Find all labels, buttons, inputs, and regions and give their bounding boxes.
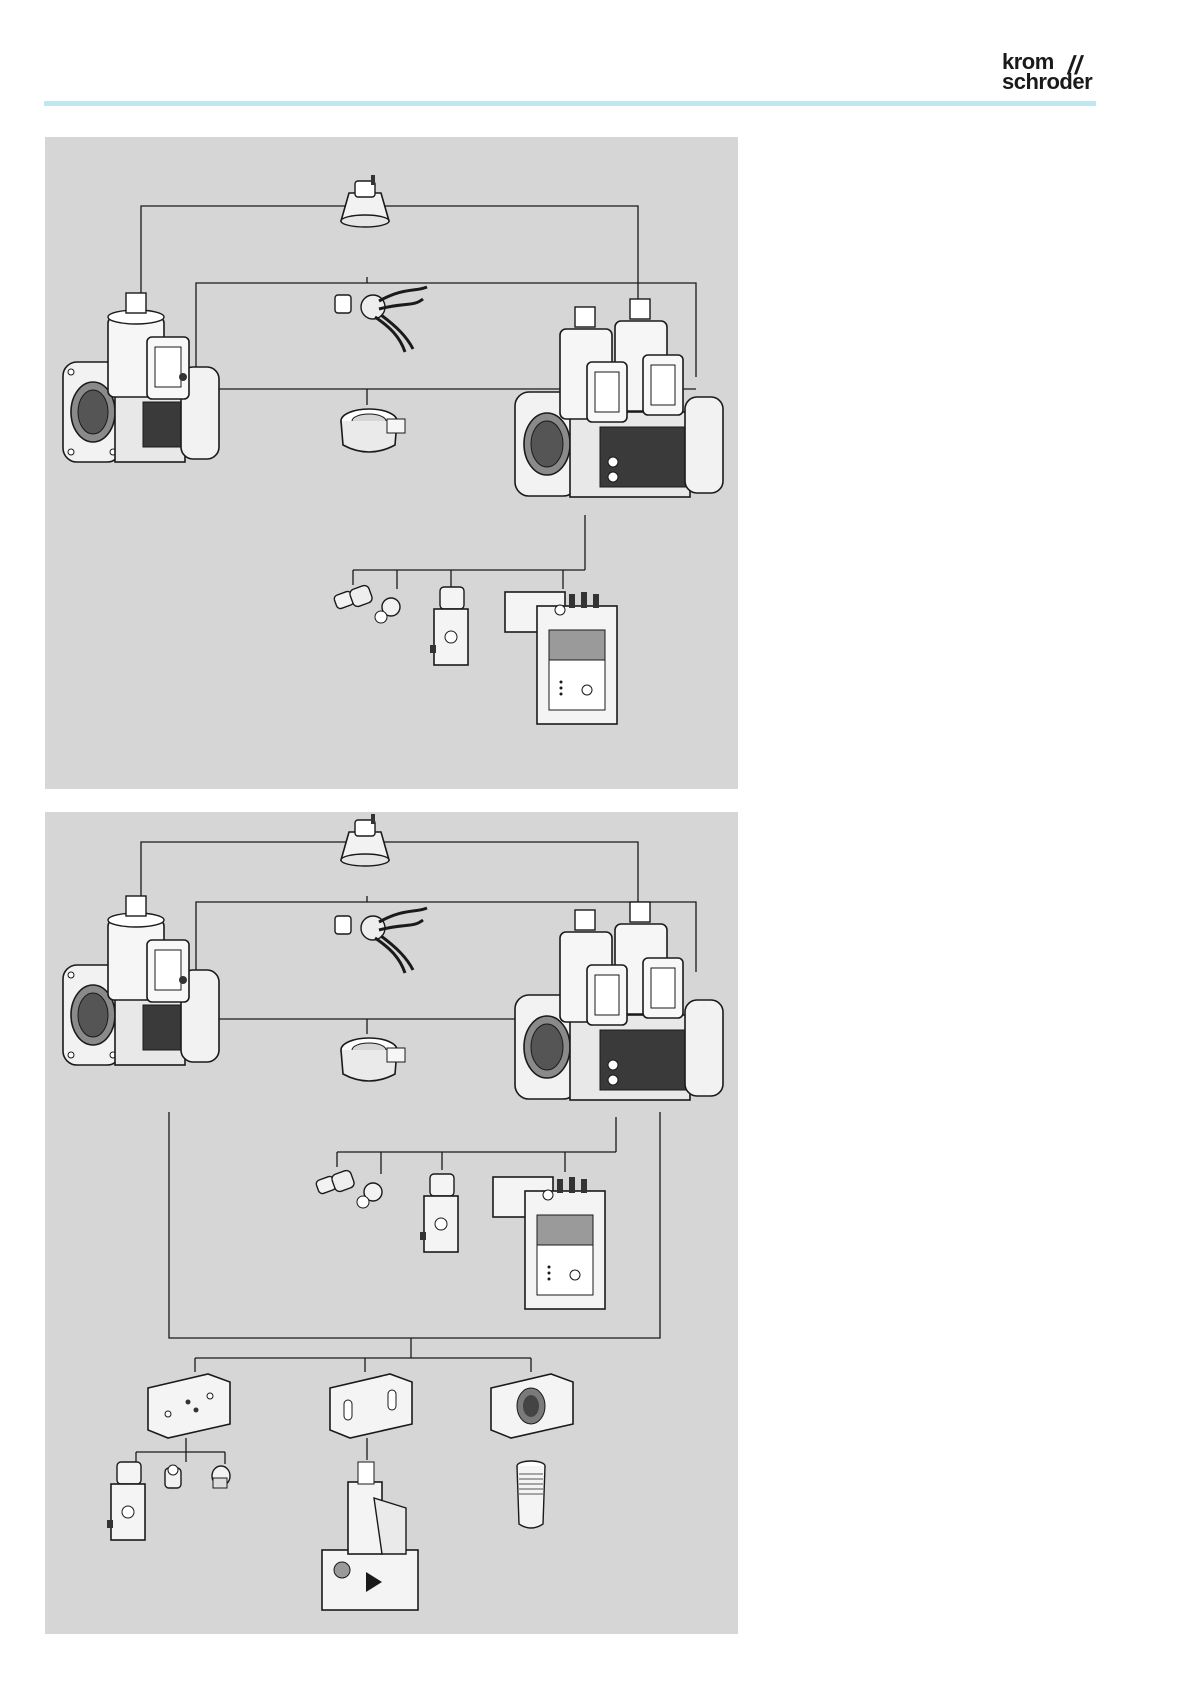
cable-plug-set (335, 908, 427, 973)
pressure-regulator (322, 1462, 418, 1610)
pressure-switch (420, 1174, 458, 1252)
kromschroder-logo: krom // schroder (1002, 52, 1112, 98)
solenoid-coil-cap (341, 814, 389, 866)
solenoid-coil-cap (341, 175, 389, 227)
logo-text-schroder: schroder (1002, 72, 1092, 92)
test-nipples (333, 584, 400, 623)
double-valve (515, 299, 723, 497)
double-valve (515, 902, 723, 1100)
small-pressure-switch (107, 1462, 145, 1540)
valve-proving-system (493, 1177, 605, 1309)
accessories-diagram-panel-2 (45, 812, 738, 1634)
accessories-diagram-2 (45, 812, 738, 1634)
plugs (165, 1465, 230, 1488)
adapter-plate-with-ports (148, 1374, 230, 1438)
coil-adapter-ring (341, 409, 405, 452)
accessories-diagram-1 (45, 137, 738, 789)
blank-adapter-plate (330, 1374, 412, 1438)
coil-adapter-ring (341, 1038, 405, 1081)
cable-plug-set (335, 287, 427, 352)
accessories-diagram-panel-1 (45, 137, 738, 789)
pressure-switch (430, 587, 468, 665)
threaded-pipe-nipple (517, 1461, 545, 1528)
valve-proving-system (505, 592, 617, 724)
threaded-flange-plate (491, 1374, 573, 1438)
test-nipples (315, 1169, 382, 1208)
header-rule (44, 101, 1096, 106)
